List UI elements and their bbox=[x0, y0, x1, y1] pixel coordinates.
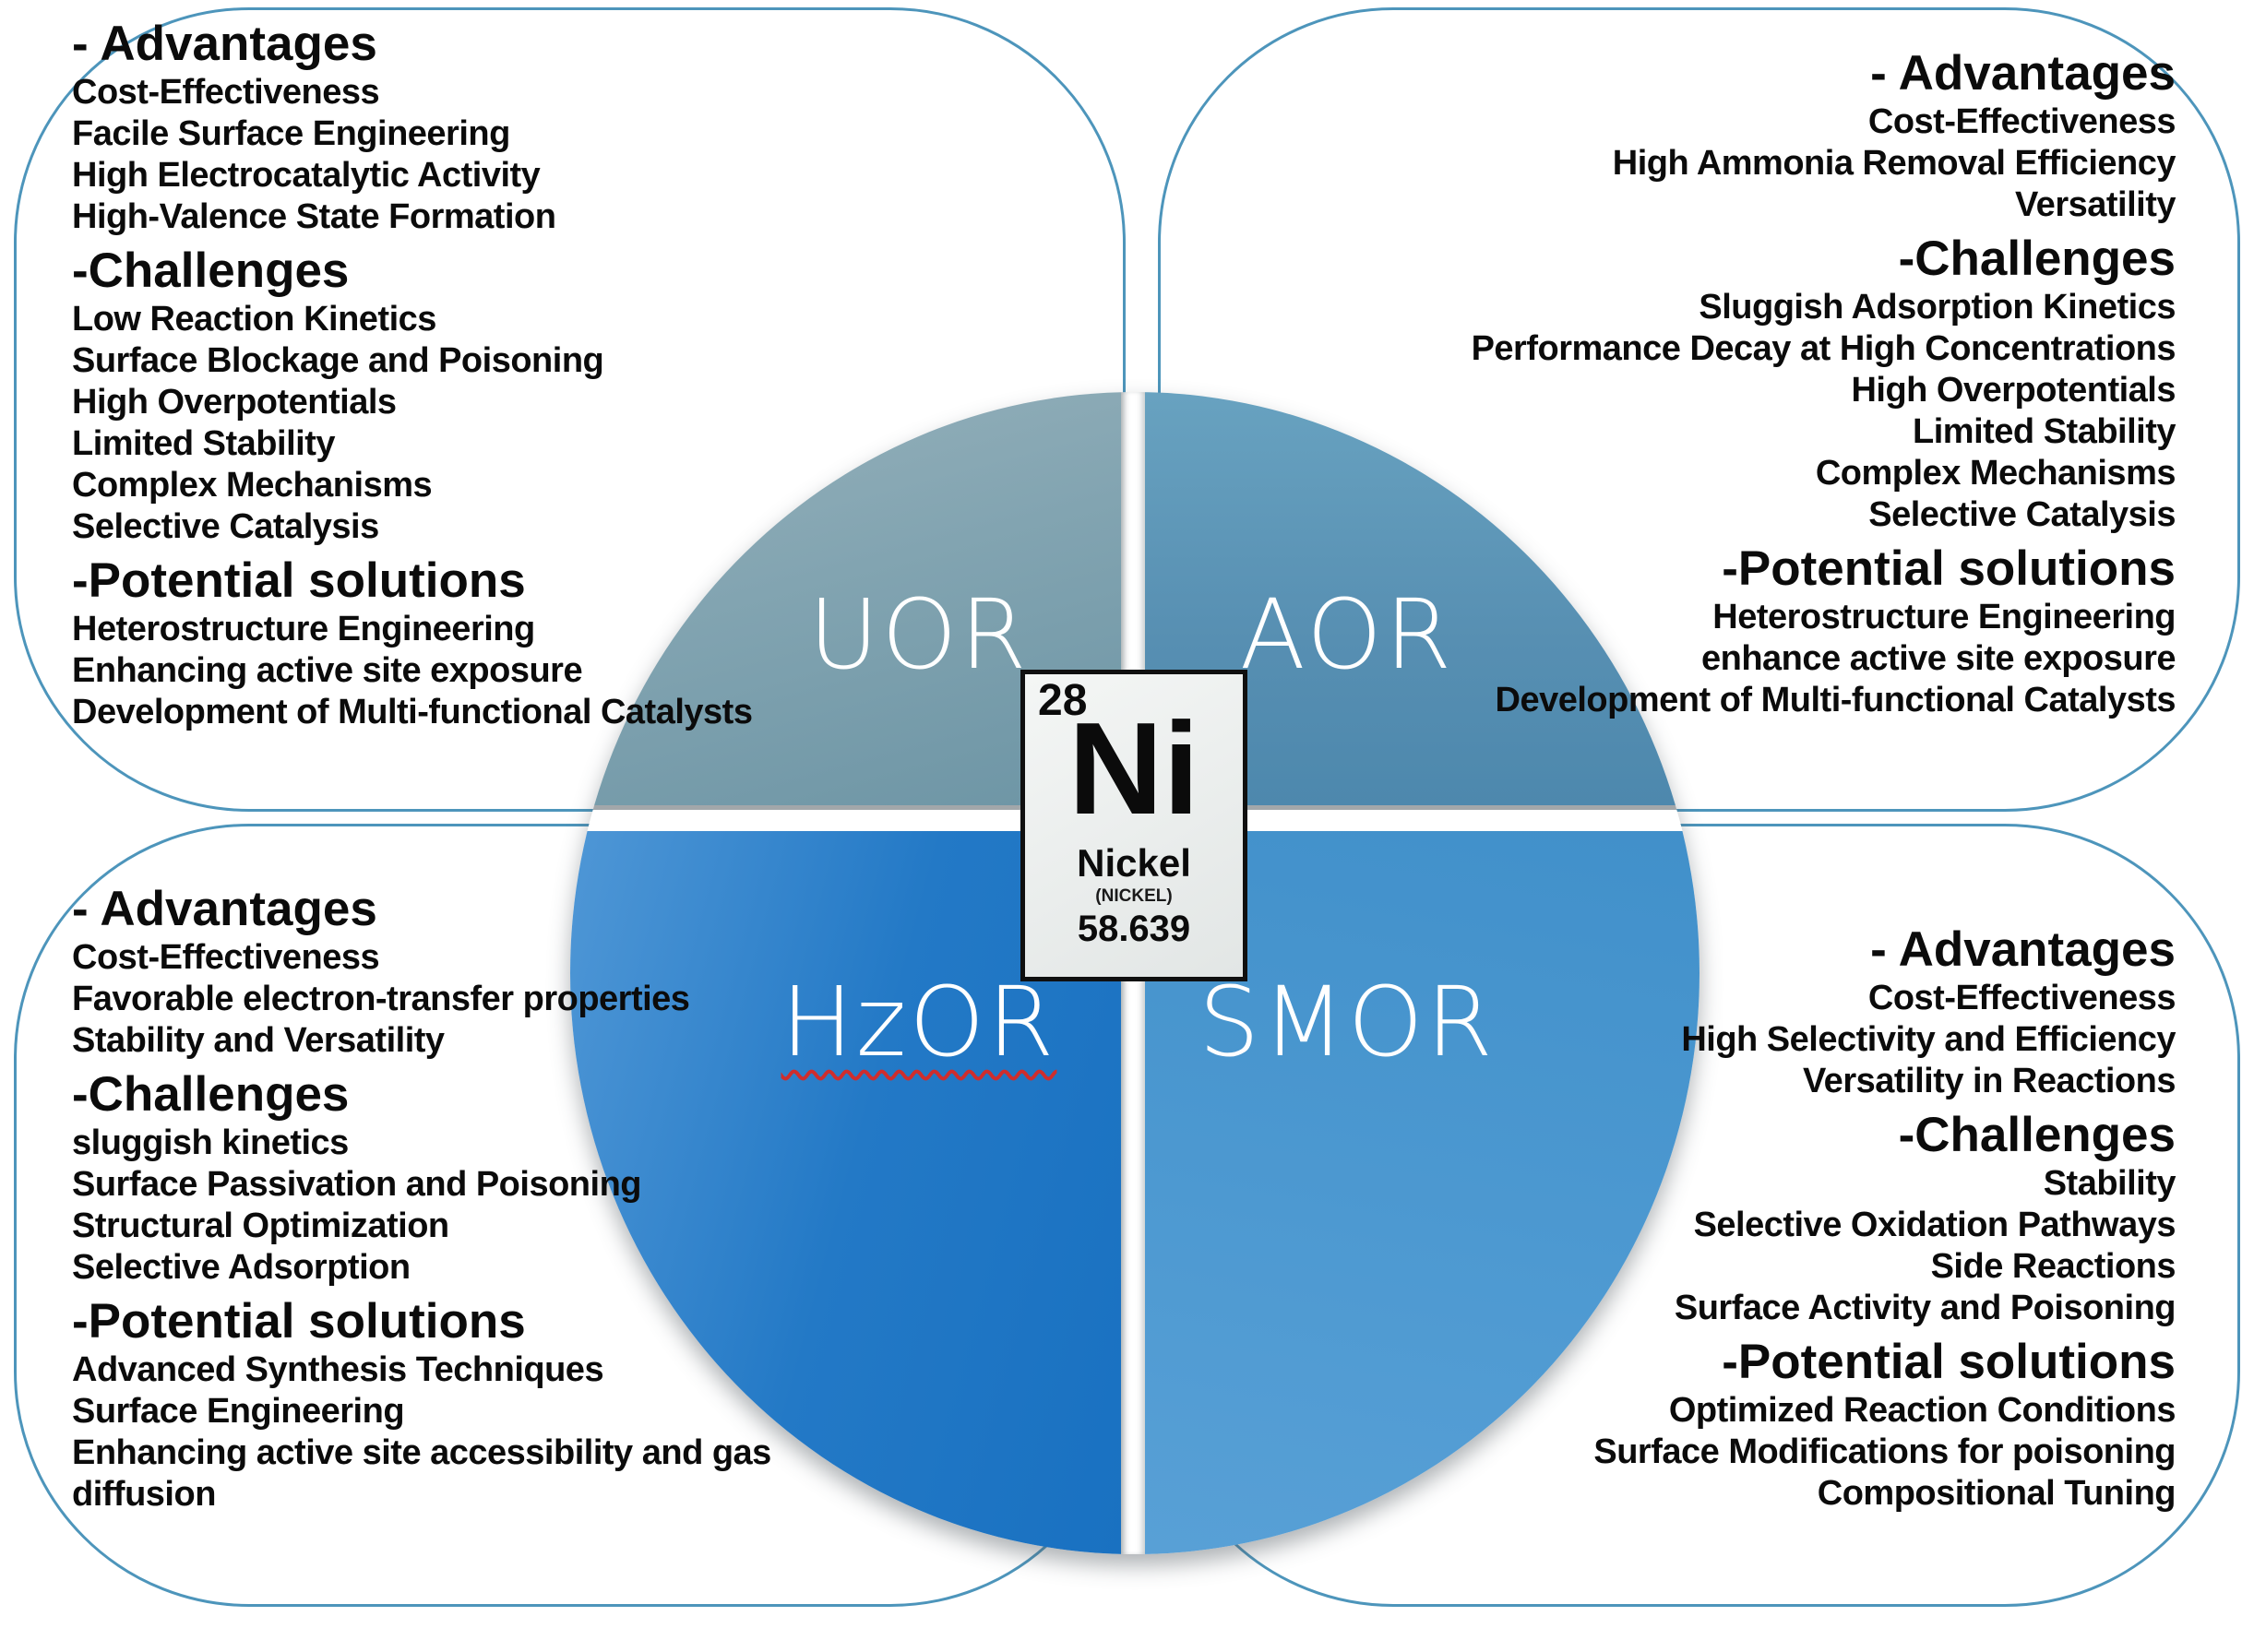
section-heading: -Potential solutions bbox=[1722, 1335, 2176, 1389]
section-item: Cost-Effectiveness bbox=[72, 73, 380, 112]
section-item: Low Reaction Kinetics bbox=[72, 300, 436, 339]
section-item: Side Reactions bbox=[1930, 1247, 2176, 1286]
section-heading: -Potential solutions bbox=[72, 1294, 526, 1349]
section-item: Surface Activity and Poisoning bbox=[1674, 1289, 2176, 1327]
section-item: Complex Mechanisms bbox=[1815, 454, 2176, 493]
section-item: Structural Optimization bbox=[72, 1206, 449, 1245]
section-item: Complex Mechanisms bbox=[72, 466, 433, 505]
section-item: Compositional Tuning bbox=[1817, 1474, 2176, 1513]
section-heading: -Challenges bbox=[1898, 232, 2176, 286]
section-item: Cost-Effectiveness bbox=[1867, 102, 2176, 141]
atomic-number: 28 bbox=[1038, 676, 1088, 725]
section-item: Development of Multi-functional Catalyst… bbox=[1495, 681, 2176, 719]
section-item: Enhancing active site accessibility and … bbox=[72, 1433, 771, 1514]
element-name-alt: (NICKEL) bbox=[1095, 886, 1173, 906]
element-symbol: Ni bbox=[1068, 695, 1199, 842]
section-item: Surface Modifications for poisoning bbox=[1593, 1432, 2176, 1471]
section-item: Surface Blockage and Poisoning bbox=[72, 341, 604, 380]
nickel-element-tile: 28 Ni Nickel (NICKEL) 58.639 bbox=[1020, 670, 1247, 981]
section-item: Heterostructure Engineering bbox=[72, 610, 535, 648]
section-item: Sluggish Adsorption Kinetics bbox=[1699, 288, 2176, 327]
hzor-label: HzOR bbox=[707, 967, 1131, 1077]
section-item: Cost-Effectiveness bbox=[72, 938, 380, 977]
section-heading: - Advantages bbox=[72, 17, 377, 71]
section-heading: -Challenges bbox=[1898, 1108, 2176, 1162]
section-item: Facile Surface Engineering bbox=[72, 114, 510, 153]
atomic-mass: 58.639 bbox=[1077, 909, 1191, 949]
section-item: Advanced Synthesis Techniques bbox=[72, 1350, 604, 1389]
section-heading: - Advantages bbox=[1870, 922, 2176, 977]
section-item: Selective Catalysis bbox=[1868, 495, 2176, 534]
section-heading: -Potential solutions bbox=[1722, 541, 2176, 596]
section-item: Versatility in Reactions bbox=[1802, 1062, 2176, 1100]
section-item: Stability and Versatility bbox=[72, 1021, 445, 1060]
section-item: Limited Stability bbox=[1913, 412, 2176, 451]
section-heading: - Advantages bbox=[72, 882, 377, 936]
section-item: Surface Engineering bbox=[72, 1392, 405, 1431]
section-item: Optimized Reaction Conditions bbox=[1668, 1391, 2176, 1430]
section-item: enhance active site exposure bbox=[1700, 639, 2176, 678]
section-item: Selective Adsorption bbox=[72, 1248, 411, 1287]
section-item: Versatility bbox=[2014, 185, 2176, 224]
section-heading: - Advantages bbox=[1870, 46, 2176, 101]
section-item: Cost-Effectiveness bbox=[1867, 979, 2176, 1017]
section-item: High Ammonia Removal Efficiency bbox=[1612, 144, 2176, 183]
section-item: Development of Multi-functional Catalyst… bbox=[72, 693, 753, 731]
section-item: Heterostructure Engineering bbox=[1712, 598, 2176, 636]
section-item: Selective Catalysis bbox=[72, 507, 379, 546]
section-item: High Electrocatalytic Activity bbox=[72, 156, 541, 195]
section-item: High-Valence State Formation bbox=[72, 197, 556, 236]
section-heading: -Challenges bbox=[72, 244, 350, 298]
section-item: Favorable electron-transfer properties bbox=[72, 980, 690, 1018]
section-item: sluggish kinetics bbox=[72, 1123, 349, 1162]
section-item: Limited Stability bbox=[72, 424, 335, 463]
hzor-label-text: HzOR bbox=[781, 966, 1057, 1078]
section-item: Enhancing active site exposure bbox=[72, 651, 583, 690]
smor-label: SMOR bbox=[1199, 966, 1496, 1078]
element-name: Nickel bbox=[1077, 841, 1191, 885]
section-heading: -Potential solutions bbox=[72, 553, 526, 608]
uor-label: UOR bbox=[808, 578, 1030, 691]
section-item: High Overpotentials bbox=[72, 383, 397, 422]
section-item: Surface Passivation and Poisoning bbox=[72, 1165, 642, 1204]
aor-label: AOR bbox=[1239, 578, 1455, 691]
section-item: High Overpotentials bbox=[1851, 371, 2176, 410]
section-heading: -Challenges bbox=[72, 1067, 350, 1122]
section-item: Selective Oxidation Pathways bbox=[1693, 1206, 2176, 1244]
section-item: High Selectivity and Efficiency bbox=[1681, 1020, 2176, 1059]
section-item: Stability bbox=[2043, 1164, 2176, 1203]
section-item: Performance Decay at High Concentrations bbox=[1471, 329, 2176, 368]
